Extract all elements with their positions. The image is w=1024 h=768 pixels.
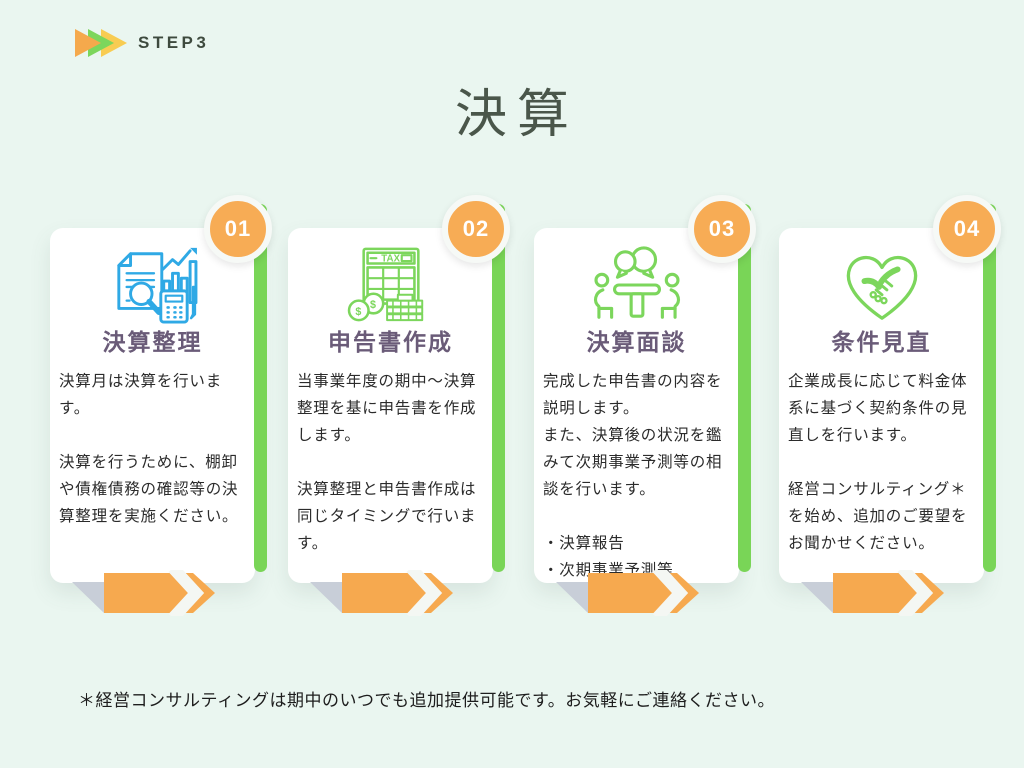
step-label: STEP3 bbox=[138, 33, 210, 52]
ribbon-arrow bbox=[310, 570, 453, 616]
card-body-text: 決算月は決算を行いま す。 決算を行うために、棚卸 や債権債務の確認等の決 算整… bbox=[59, 373, 239, 525]
step-card-1: 01 決算整理 bbox=[50, 195, 272, 616]
step-number: 03 bbox=[708, 216, 736, 241]
step-card-2: 02 TAX $ $ 申告書作成 当事業年 bbox=[288, 195, 510, 616]
triple-arrow-icon bbox=[75, 29, 127, 57]
audit-documents-icon bbox=[116, 247, 197, 324]
tax-return-icon: TAX $ $ bbox=[347, 247, 423, 322]
step-number-badge: 02 bbox=[442, 195, 510, 263]
green-accent-bar bbox=[492, 204, 505, 572]
handshake-heart-icon bbox=[846, 256, 917, 320]
card-body-text: 完成した申告書の内容を 説明します。 また、決算後の状況を鑑 みて次期事業予測等… bbox=[543, 373, 723, 579]
step-number: 01 bbox=[224, 216, 252, 241]
card-title: 申告書作成 bbox=[328, 329, 453, 355]
footnote-text: ＊経営コンサルティングは期中のいつでも追加提供可能です。お気軽にご連絡ください。 bbox=[78, 691, 775, 710]
step-card-4: 04 条件見直 企業成長に応じて料金体 系に基づく契約条件の見 直しを行います。… bbox=[779, 195, 1001, 616]
page-title: 決算 bbox=[454, 87, 579, 144]
ribbon-arrow bbox=[72, 570, 215, 616]
green-accent-bar bbox=[738, 204, 751, 572]
card-title: 決算面談 bbox=[586, 329, 687, 355]
card-title: 決算整理 bbox=[102, 329, 203, 355]
step-number-badge: 03 bbox=[688, 195, 756, 263]
meeting-icon bbox=[593, 246, 680, 319]
green-accent-bar bbox=[983, 204, 996, 572]
step-card-3: 03 決算面談 完成した申告書の内容を 説明します。 また、決算後の状況を鑑 み… bbox=[534, 195, 756, 616]
step-logo: STEP3 bbox=[75, 27, 209, 59]
step-number: 02 bbox=[462, 216, 490, 241]
card-title: 条件見直 bbox=[831, 329, 932, 355]
step-number-badge: 04 bbox=[933, 195, 1001, 263]
card-body-text: 当事業年度の期中～決算 整理を基に申告書を作成 します。 決算整理と申告書作成は… bbox=[297, 373, 477, 552]
ribbon-arrow bbox=[801, 570, 944, 616]
step-number-badge: 01 bbox=[204, 195, 272, 263]
coin-dollar-symbol: $ bbox=[370, 299, 376, 311]
tax-icon-label: TAX bbox=[381, 254, 400, 265]
card-body-text: 企業成長に応じて料金体 系に基づく契約条件の見 直しを行います。 経営コンサルテ… bbox=[788, 373, 968, 552]
ribbon-arrow bbox=[556, 570, 699, 616]
green-accent-bar bbox=[254, 204, 267, 572]
coin-dollar-symbol: $ bbox=[355, 306, 361, 318]
step-number: 04 bbox=[953, 216, 981, 241]
